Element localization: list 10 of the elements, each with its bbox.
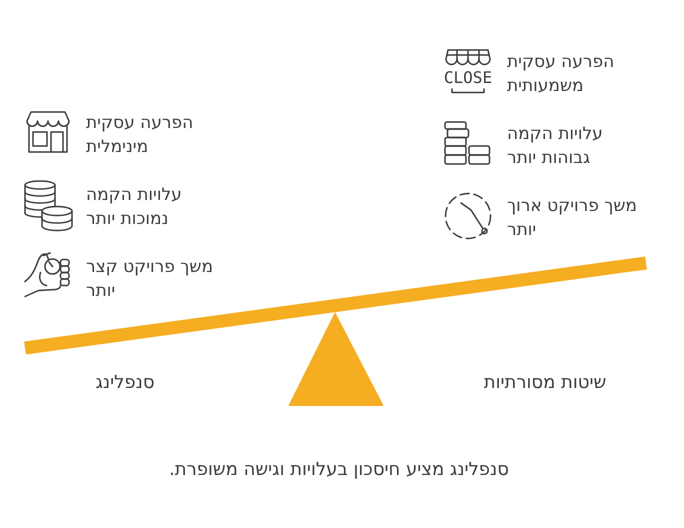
item-label: עלויות הקמה נמוכות יותר (86, 184, 183, 230)
item-label: עלויות הקמה גבוהות יותר (507, 122, 604, 170)
item-label: הפרעה עסקית משמעותית (507, 50, 615, 98)
side-label: סנפלינג (95, 370, 154, 395)
item-label: משך פרויקט ארוך יותר (507, 194, 638, 242)
item-label: הפרעה עסקית מינימלית (86, 112, 194, 158)
caption: סנפלינג מציע חיסכון בעלויות וגישה משופרת. (169, 458, 509, 482)
item-label: משך פרויקט קצר יותר (86, 256, 214, 302)
sign-text: CLOSE (444, 70, 492, 84)
side-label: שיטות מסורתיות (484, 370, 606, 395)
